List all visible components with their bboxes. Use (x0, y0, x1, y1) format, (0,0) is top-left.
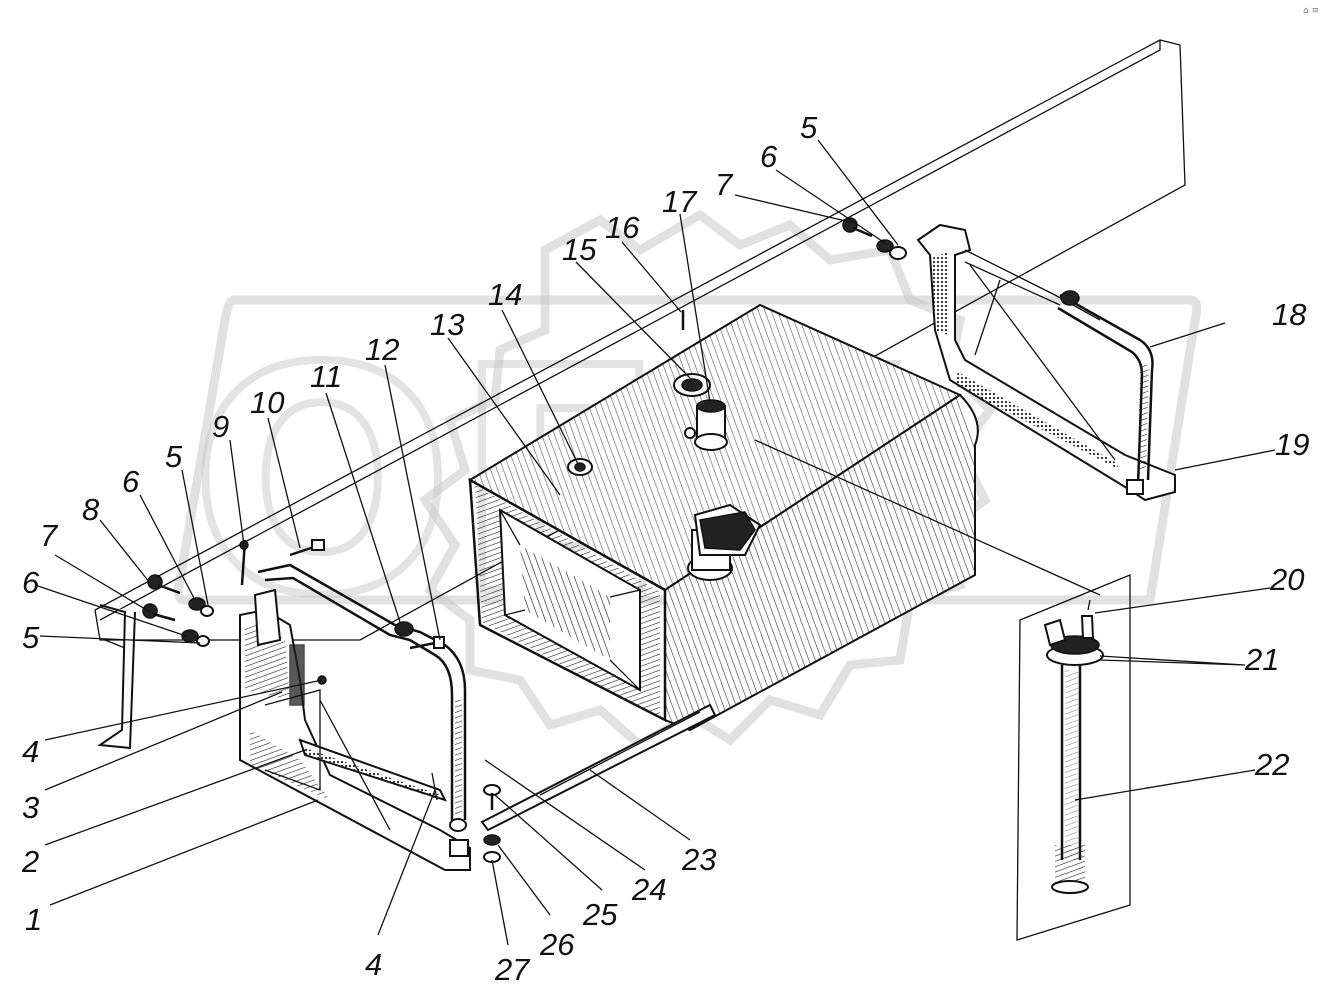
callout-2: 2 (21, 844, 39, 879)
callout-1: 1 (25, 902, 42, 937)
callout-7-top: 7 (715, 167, 734, 202)
callout-13: 13 (430, 307, 464, 342)
mounting-strip (480, 703, 717, 832)
callout-20: 20 (1269, 562, 1304, 597)
callout-11: 11 (310, 359, 342, 394)
callout-24: 24 (631, 872, 666, 907)
callout-21: 21 (1244, 642, 1279, 677)
callout-8: 8 (82, 492, 100, 527)
callout-14: 14 (488, 277, 522, 312)
callout-27: 27 (494, 952, 531, 987)
sensor-flange (673, 373, 711, 397)
callout-5-left-a: 5 (165, 439, 183, 474)
callout-10: 10 (250, 385, 284, 420)
callout-18: 18 (1272, 297, 1307, 332)
callout-7-left: 7 (40, 518, 59, 553)
corner-mark: ⌂ ≡ (1303, 6, 1319, 16)
fuel-level-sensor-inset (1016, 574, 1131, 941)
callout-25: 25 (582, 897, 618, 932)
callout-17: 17 (662, 184, 698, 219)
drain-plug (567, 458, 593, 476)
callout-12: 12 (365, 332, 399, 367)
callout-6-top: 6 (760, 139, 778, 174)
callout-19: 19 (1275, 427, 1309, 462)
tank-strap-left (257, 563, 467, 832)
fuel-fitting (684, 399, 728, 451)
callout-23: 23 (681, 842, 716, 877)
callout-5-top: 5 (800, 110, 818, 145)
callout-labels: 5 6 7 8 6 5 7 6 5 9 10 11 12 13 14 15 16… (21, 110, 1309, 987)
callout-4-left: 4 (22, 734, 39, 769)
callout-15: 15 (562, 232, 597, 267)
filler-neck (687, 503, 762, 581)
leader-lines (34, 139, 1276, 946)
callout-9: 9 (212, 409, 229, 444)
callout-6-left: 6 (122, 464, 140, 499)
fuel-tank (468, 303, 979, 732)
callout-6-left-b: 6 (22, 565, 40, 600)
callout-3: 3 (22, 790, 39, 825)
frame-plate-left (97, 604, 136, 750)
callout-5-left-b: 5 (22, 620, 40, 655)
left-bracket (239, 588, 471, 871)
right-bracket (916, 223, 1176, 502)
callout-16: 16 (605, 210, 640, 245)
callout-4-bottom: 4 (365, 947, 382, 982)
callout-26: 26 (539, 927, 575, 962)
fasteners-left (142, 539, 445, 650)
callout-22: 22 (1254, 747, 1289, 782)
